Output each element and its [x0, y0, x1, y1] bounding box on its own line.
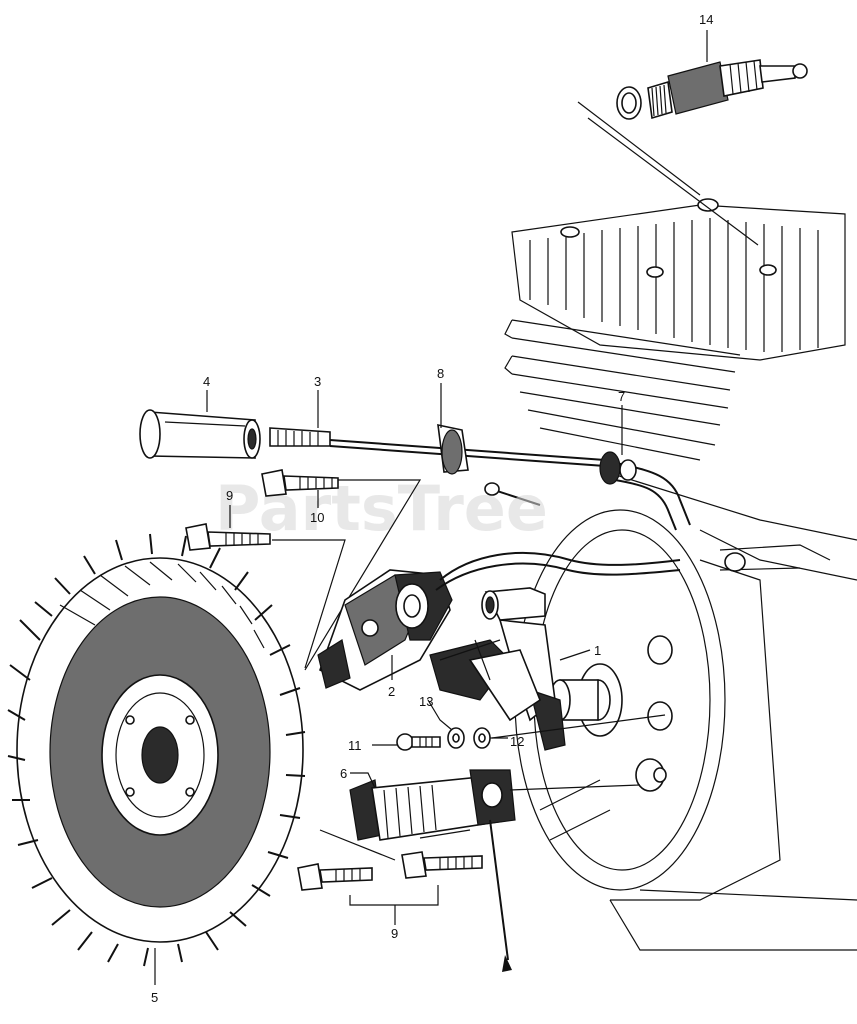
callout-9-lower: 9: [391, 926, 398, 941]
bolt-10: [261, 469, 339, 497]
breaker-points: [429, 587, 566, 751]
flywheel: [7, 533, 306, 967]
callout-12: 12: [510, 734, 524, 749]
callout-6: 6: [340, 766, 347, 781]
condenser: [349, 769, 641, 972]
kill-rod: [269, 427, 606, 467]
callout-11: 11: [348, 738, 362, 753]
sleeve: [139, 409, 261, 459]
callout-4: 4: [203, 374, 210, 389]
spark-plug: [616, 59, 808, 120]
callout-5: 5: [151, 990, 158, 1005]
callout-3: 3: [314, 374, 321, 389]
callout-7: 7: [618, 389, 625, 404]
callout-labels: 14 4 3 8 7 9 10 1 2 13 11 12 6 9 5: [151, 12, 713, 1005]
wire-conduit: [599, 451, 691, 531]
bolt-9-upper: [185, 523, 271, 551]
callout-14: 14: [699, 12, 713, 27]
callout-2: 2: [388, 684, 395, 699]
callout-13: 13: [419, 694, 433, 709]
engine-block: [484, 198, 857, 951]
grommet: [437, 423, 469, 475]
washers-and-screw: [396, 714, 666, 751]
callout-1: 1: [594, 643, 601, 658]
bolts-9-lower: [297, 829, 483, 906]
leader-lines: [154, 30, 759, 985]
callout-10: 10: [310, 510, 324, 525]
callout-8: 8: [437, 366, 444, 381]
ignition-coil: [317, 569, 453, 691]
callout-9-upper: 9: [226, 488, 233, 503]
